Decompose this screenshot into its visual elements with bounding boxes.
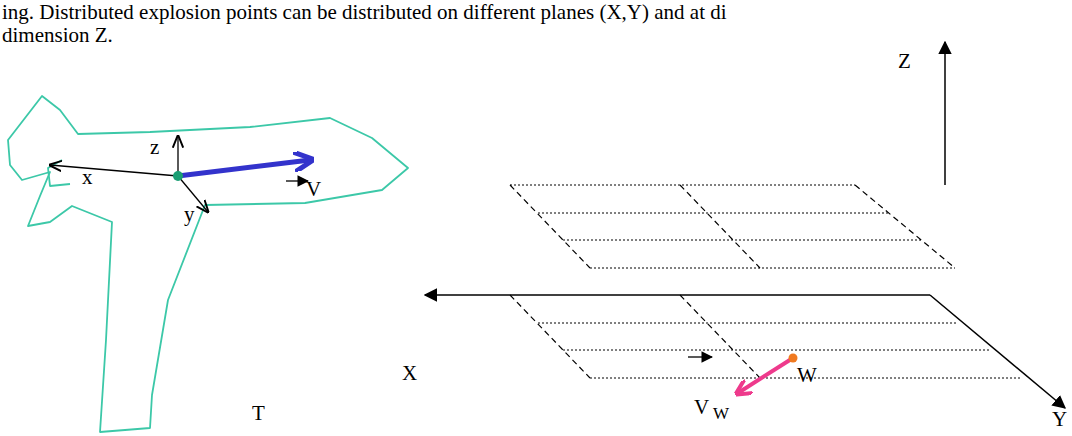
x-axis: [425, 294, 930, 296]
axis-label: y: [184, 203, 195, 226]
point-label: W: [797, 364, 817, 387]
vector-label: V: [694, 396, 709, 419]
y-axis: [930, 295, 1065, 408]
axis-label: X: [402, 362, 417, 385]
caption-fragment: dimension Z.: [2, 24, 113, 47]
origin-dot: [173, 171, 183, 181]
axis-label: Y: [1052, 408, 1067, 431]
x-axis: [50, 165, 178, 176]
aircraft-outline: [8, 96, 408, 432]
velocity-arrow: [178, 160, 310, 176]
point-velocity-arrow: [738, 358, 793, 393]
vector-mark: [688, 356, 712, 357]
caption-fragment: ing. Distributed explosion points can be…: [2, 1, 727, 24]
vector-mark: [286, 180, 308, 181]
vector-label: V: [306, 178, 321, 201]
subscript-label: W: [713, 405, 729, 424]
z-axis: [944, 42, 946, 185]
explosion-point: [789, 354, 798, 363]
axis-label: x: [82, 166, 93, 189]
aircraft-tail-detail: [48, 160, 70, 186]
axis-label: Z: [898, 50, 911, 73]
axis-label: z: [150, 136, 159, 159]
upper-plane: [510, 185, 955, 268]
z-axis: [177, 136, 178, 176]
part-label: T: [252, 402, 265, 425]
